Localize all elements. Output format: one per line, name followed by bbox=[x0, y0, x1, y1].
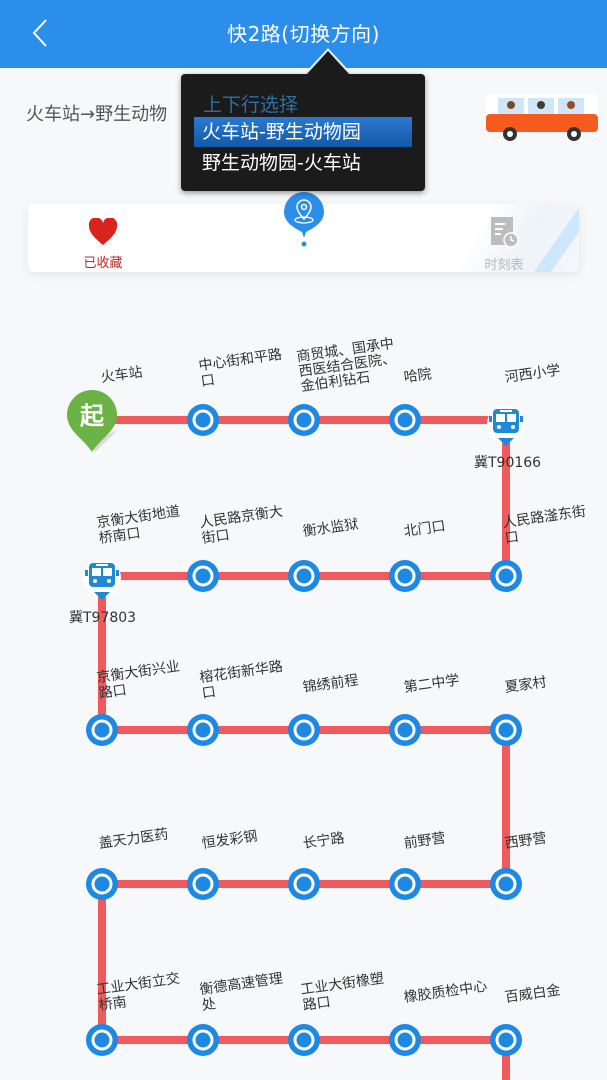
station-nodes bbox=[86, 404, 522, 1056]
route-summary: 火车站→野生动物 bbox=[26, 104, 168, 125]
timetable-icon bbox=[491, 217, 519, 248]
station-node[interactable] bbox=[86, 868, 118, 900]
timetable-button[interactable]: 时刻表 bbox=[479, 216, 529, 272]
station-node[interactable] bbox=[490, 1024, 522, 1056]
station-node[interactable] bbox=[187, 404, 219, 436]
station-node[interactable] bbox=[288, 404, 320, 436]
chevron-left-icon bbox=[32, 19, 47, 47]
top-bar: 快2路(切换方向) bbox=[0, 0, 607, 68]
favorite-label: 已收藏 bbox=[83, 256, 123, 271]
station-node[interactable] bbox=[490, 868, 522, 900]
timetable-label: 时刻表 bbox=[484, 258, 524, 272]
station-node[interactable] bbox=[389, 714, 421, 746]
station-node[interactable] bbox=[288, 1024, 320, 1056]
start-marker[interactable]: 起 bbox=[67, 390, 118, 452]
start-marker-label: 起 bbox=[79, 402, 105, 430]
popup-heading: 上下行选择 bbox=[203, 94, 299, 116]
location-pin-icon bbox=[284, 192, 324, 247]
station-node[interactable] bbox=[389, 868, 421, 900]
bus-icon[interactable] bbox=[487, 405, 525, 446]
direction-option-selected[interactable]: 火车站-野生动物园 bbox=[194, 117, 412, 147]
bus-plate: 冀T90166 bbox=[474, 455, 542, 471]
bus-plate: 冀T97803 bbox=[69, 610, 137, 626]
station-node[interactable] bbox=[187, 560, 219, 592]
locate-button[interactable] bbox=[283, 192, 325, 248]
station-node[interactable] bbox=[389, 560, 421, 592]
bus-icon[interactable] bbox=[83, 559, 121, 600]
popup-arrow bbox=[306, 51, 350, 75]
heart-icon bbox=[88, 217, 118, 245]
favorite-button[interactable]: 已收藏 bbox=[78, 217, 128, 271]
station-node[interactable] bbox=[389, 1024, 421, 1056]
station-node[interactable] bbox=[187, 714, 219, 746]
station-node[interactable] bbox=[86, 1024, 118, 1056]
station-node[interactable] bbox=[187, 1024, 219, 1056]
station-node[interactable] bbox=[86, 714, 118, 746]
station-node[interactable] bbox=[288, 560, 320, 592]
direction-popup: 上下行选择 火车站-野生动物园 野生动物园-火车站 bbox=[181, 74, 425, 191]
station-node[interactable] bbox=[389, 404, 421, 436]
station-node[interactable] bbox=[187, 868, 219, 900]
station-node[interactable] bbox=[490, 714, 522, 746]
station-node[interactable] bbox=[490, 560, 522, 592]
back-button[interactable] bbox=[28, 16, 58, 50]
bus-illustration bbox=[486, 94, 598, 141]
page-title[interactable]: 快2路(切换方向) bbox=[227, 22, 380, 46]
direction-option[interactable]: 野生动物园-火车站 bbox=[202, 152, 361, 174]
station-node[interactable] bbox=[288, 714, 320, 746]
station-node[interactable] bbox=[288, 868, 320, 900]
